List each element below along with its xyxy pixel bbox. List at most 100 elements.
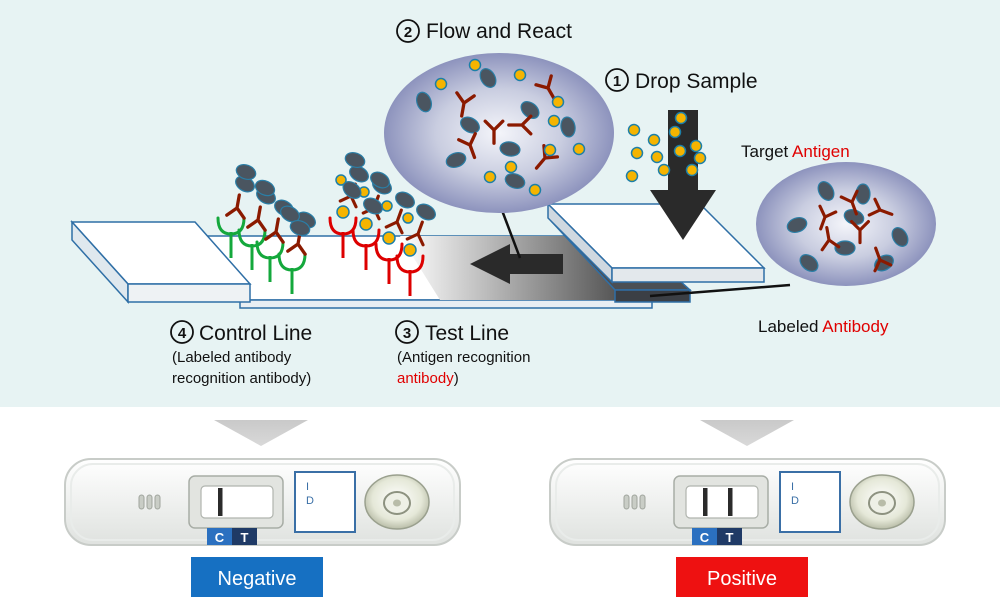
label-particle <box>799 254 819 272</box>
antigen-particle <box>403 243 417 257</box>
step4-title: Control Line <box>199 322 312 345</box>
label-particle <box>499 141 521 157</box>
t-tab <box>717 528 742 545</box>
test-line-mark <box>728 488 733 516</box>
antigen-particle <box>547 114 561 128</box>
step4-number: 4 <box>178 325 187 342</box>
label-particle <box>342 181 362 199</box>
bound-labeled-antibody <box>246 205 267 232</box>
antigen-particle <box>689 139 703 153</box>
result-window <box>685 485 759 519</box>
step2-number: 2 <box>404 24 412 41</box>
antigen-particle <box>551 95 565 109</box>
label-particle <box>817 181 835 201</box>
antigen-particle <box>528 183 542 197</box>
antibody-icon <box>867 197 894 217</box>
step4-number-circle <box>170 320 194 344</box>
test-capture-antibody <box>395 254 425 296</box>
negative-result-badge: Negative <box>191 557 323 597</box>
label-particle <box>891 227 909 247</box>
antigen-particle <box>336 205 350 219</box>
step1-title: Drop Sample <box>635 70 758 93</box>
label-particle <box>254 179 276 197</box>
id-label: I <box>306 481 309 493</box>
antibody-icon <box>507 114 533 136</box>
bubble-connector-line <box>498 204 522 259</box>
target-antigen-cluster <box>625 111 707 183</box>
antigen-particle <box>650 150 664 164</box>
step3-title: Test Line <box>425 322 509 345</box>
down-arrow-positive <box>700 420 794 446</box>
label-particle <box>235 163 257 181</box>
step3-number: 3 <box>403 325 411 342</box>
antigen-particle <box>668 125 682 139</box>
id-label: D <box>791 495 799 507</box>
flow-direction-arrow <box>470 244 563 284</box>
antigen-particle <box>382 231 396 245</box>
label-particle <box>786 216 808 234</box>
antigen-particle <box>543 143 557 157</box>
control-line-mark <box>703 488 708 516</box>
grip-marks <box>138 494 161 510</box>
step4-desc-line2: recognition antibody) <box>172 370 311 387</box>
positive-result-label: Positive <box>707 568 777 590</box>
antigen-particle <box>685 163 699 177</box>
antibody-icon <box>820 226 841 252</box>
antigen-particle <box>630 146 644 160</box>
negative-result-label: Negative <box>218 568 297 590</box>
step3-desc-line2: antibody) <box>397 370 459 387</box>
step3-desc-line1: (Antigen recognition <box>397 349 530 366</box>
antigen-particle <box>693 151 707 165</box>
down-arrow-negative <box>214 420 308 446</box>
antigen-particle <box>647 133 661 147</box>
label-particle <box>460 116 480 134</box>
antigen-particle <box>468 58 482 72</box>
label-particle <box>445 151 467 169</box>
control-capture-antibody <box>216 216 246 258</box>
antigen-particle <box>434 77 448 91</box>
c-tab <box>692 528 717 545</box>
test-strip <box>70 202 766 309</box>
positive-test-cassette: C T ID <box>549 458 946 546</box>
label-particle <box>520 101 540 119</box>
step1-label: 1 Drop Sample <box>605 68 758 93</box>
antibody-icon <box>839 189 859 216</box>
step4-desc-line1: (Labeled antibody <box>172 349 292 366</box>
c-tab-label: C <box>215 530 225 545</box>
antigen-particle <box>674 111 688 125</box>
id-label: I <box>791 481 794 493</box>
label-particle <box>280 205 300 223</box>
step2-number-circle <box>396 19 420 43</box>
antibody-icon <box>850 220 870 245</box>
step1-number: 1 <box>613 73 621 90</box>
reaction-bubble <box>384 53 614 213</box>
step3-label: 3 Test Line (Antigen recognition antibod… <box>395 320 530 387</box>
bound-labeled-antibody <box>225 193 246 220</box>
t-tab-label: T <box>726 530 734 545</box>
antigen-particle <box>572 142 586 156</box>
bound-labeled-antibody <box>384 208 404 235</box>
antibody-icon <box>818 204 838 231</box>
labeled-antibody-label: Labeled Antibody <box>758 317 889 336</box>
label-particle <box>560 116 576 138</box>
bound-labeled-antibody <box>264 217 285 244</box>
antibody-icon <box>483 119 505 145</box>
id-box <box>294 471 356 533</box>
target-antigen-label: Target Antigen <box>741 142 850 161</box>
antigen-particle <box>483 170 497 184</box>
antigen-particle <box>627 123 641 137</box>
c-tab-label: C <box>700 530 710 545</box>
label-particle <box>834 240 856 256</box>
antigen-particle <box>335 174 347 186</box>
antigen-particle <box>513 68 527 82</box>
labeled-antibody-bubble <box>756 162 936 286</box>
id-label: D <box>306 495 314 507</box>
antigen-particle <box>359 217 373 231</box>
grip-marks <box>623 494 646 510</box>
antibody-icon <box>455 91 476 118</box>
antigen-particle <box>402 212 414 224</box>
t-tab <box>232 528 257 545</box>
bound-labeled-antibody <box>405 220 425 247</box>
